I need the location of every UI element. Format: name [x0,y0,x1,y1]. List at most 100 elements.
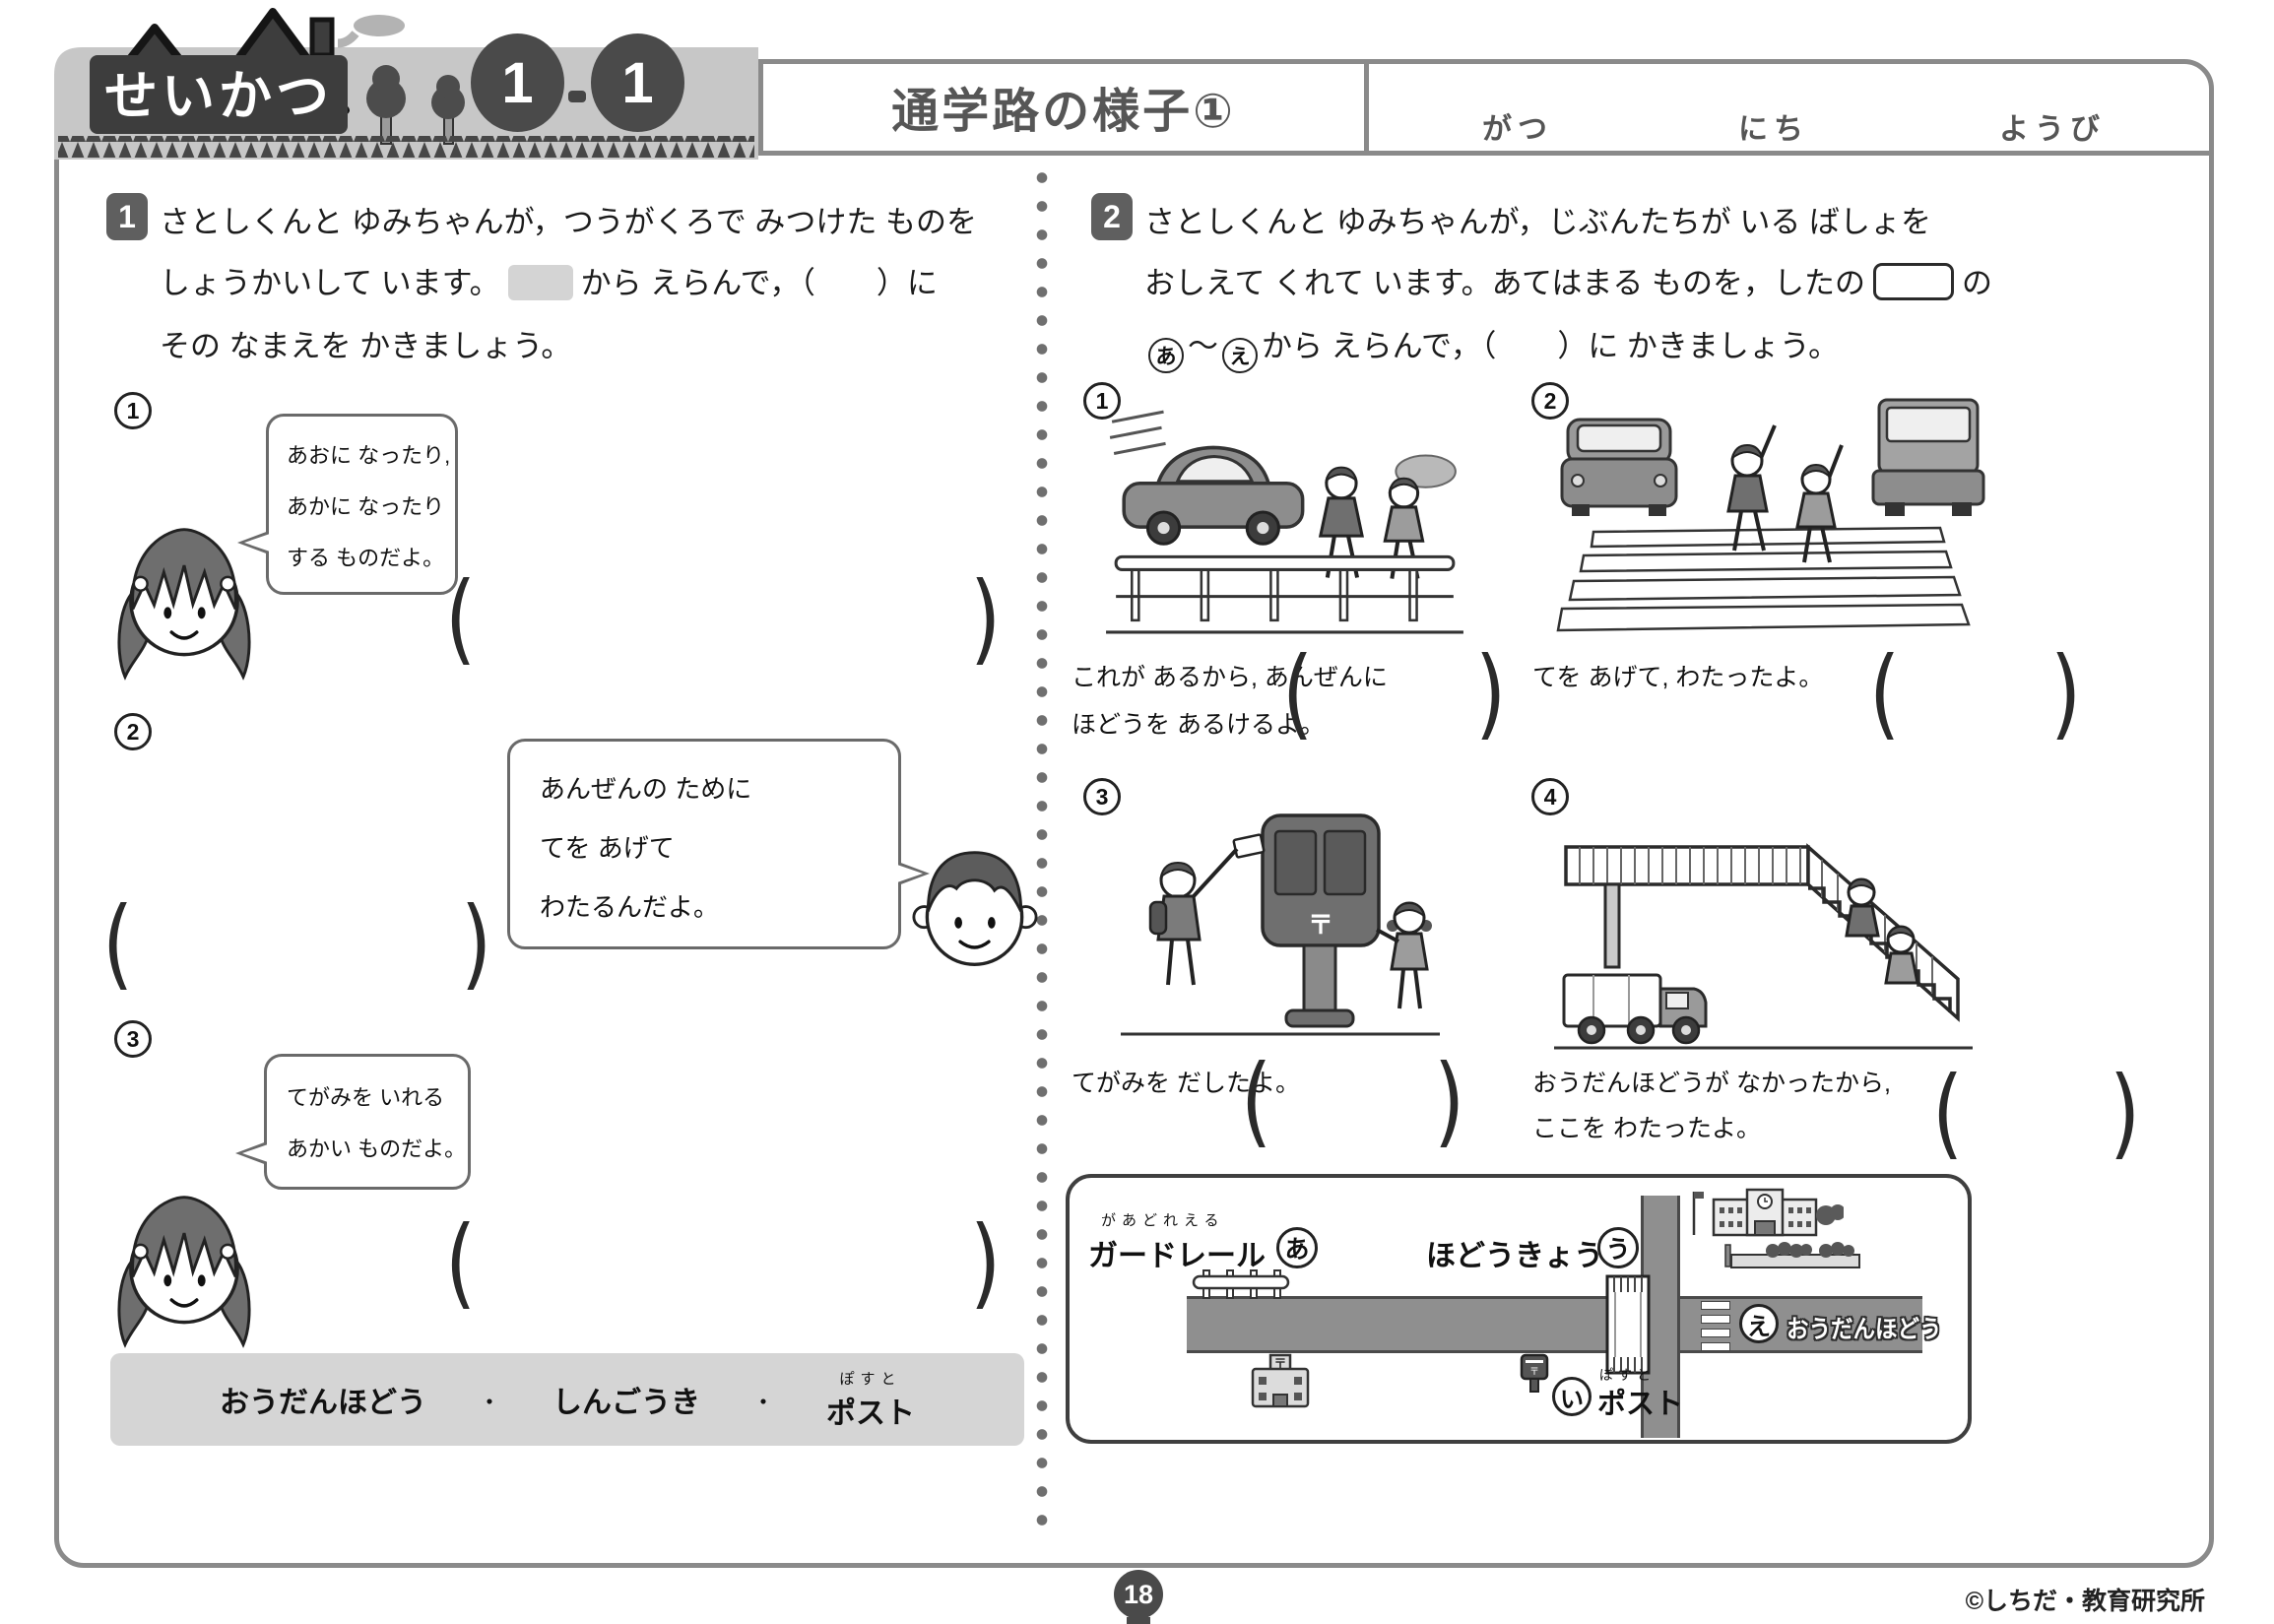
p1-item3-answer-paren-close: ) [970,1204,1002,1320]
guardrail-fence-icon [1114,554,1456,622]
bubble-line: する ものだよ。 [287,546,445,570]
word-bank-word: ポスト [826,1397,915,1430]
date-day-label: にち [1738,113,1809,146]
p1-item3-answer-paren-open: ( [445,1204,477,1320]
postbox-scene-illustration: 〒 [1121,813,1440,1036]
p2-item1-num-text: 1 [1095,387,1109,414]
p2-item3-answer-paren-open: ( [1241,1043,1272,1158]
page-number-tab [1127,1617,1150,1624]
p2-item3-caption-line1: てがみを だしたよ。 [1072,1070,1300,1097]
word-bank-separator: ・ [751,1389,775,1416]
tilde: ～ [1188,329,1218,363]
problem2-line1: さとしくんと ゆみちゃんが，じぶんたちが いる ばしょを [1144,205,1931,239]
p2-item3-num-text: 3 [1095,783,1109,810]
page-number: 18 [1123,1579,1154,1609]
map-guardrail-icon [1192,1269,1290,1299]
p2-item4-num-text: 4 [1543,783,1557,810]
p2-item2-number: 2 [1531,382,1569,420]
problem2-badge: 2 [1091,193,1133,240]
hedge-icon [1724,1242,1860,1268]
walking-kids [1318,466,1425,579]
boy-face-illustration [912,851,1038,966]
zebra-stripes [1556,526,1971,632]
postbox-label: ポスト [1597,1389,1684,1420]
wordbank-reference-box [507,265,573,300]
p2-item1-answer-paren-close: ) [1475,635,1507,750]
date-weekday-label: ようび [1999,113,2106,146]
word-bank-separator: ・ [478,1389,501,1416]
truck-front-icon [1871,398,1985,516]
problem2-line3-rest: から えらんで，（ ）に かきましょう。 [1262,329,1840,363]
problem1-number: 1 [118,198,136,234]
problem2-line2-before: おしえて くれて います。あてはまる ものを，したの [1144,266,1866,300]
grass-strip [58,136,754,158]
guardrail-label: ガードレール [1088,1240,1266,1272]
chimney-icon [309,17,335,58]
page-number-badge: 18 [1114,1570,1163,1619]
guardrail-scene-illustration [1106,410,1463,634]
bubble-line: あんぜんの ために [540,774,752,804]
word-bank: おうだんほどう ・ しんごうき ・ ぽすと ポスト [110,1353,1024,1446]
p2-item3-answer-paren-close: ) [1434,1043,1465,1158]
map-crosswalk-stripe [1701,1329,1730,1337]
p2-item4-caption-line1: おうだんほどうが なかったから, [1532,1070,1891,1097]
p1-item1-number: 1 [114,392,152,429]
problem1-badge: 1 [106,193,148,240]
problem2-line3: あ～えから えらんで，（ ）に かきましょう。 [1144,321,1839,373]
letter-icon [1232,833,1266,859]
tree-icon [431,75,465,145]
smoke-icon [354,15,405,36]
problem1-line2: しょうかいして います。から えらんで，（ ）に [160,258,938,302]
choice-e-text: え [1747,1313,1771,1340]
postbox-icon: 〒 [1261,813,1381,1028]
motion-lines [1109,410,1166,455]
problem2-line2: おしえて くれて います。あてはまる ものを，したのの [1144,258,1992,302]
post-mark: 〒 [1529,1367,1539,1378]
choice-u-text: う [1605,1236,1631,1264]
choice-circle-u: う [1597,1227,1639,1268]
p1-item2-num-text: 2 [126,718,140,745]
p2-item1-number: 1 [1083,382,1121,420]
bubble-line: てを あげて [540,833,675,863]
p2-item4-answer-paren-open: ( [1932,1055,1964,1170]
bubble-tail-fill [897,865,923,882]
page-border [54,59,2214,1568]
logo-text-band [90,55,348,134]
p2-item2-answer-paren-open: ( [1869,635,1901,750]
bubble-line: てがみを いれる [287,1085,445,1110]
unit-right-text: 1 [621,50,654,115]
choice-circle-i: い [1552,1377,1592,1416]
p1-item1-speech-bubble: あおに なったり, あかに なったり する ものだよ。 [237,414,458,595]
p2-item1-caption-line1: これが あるから, あんぜんに [1072,664,1388,691]
header-divider-line [56,151,2213,156]
car-icon [1122,445,1305,546]
problem1-line1: さとしくんと ゆみちゃんが，つうがくろで みつけた ものを [160,205,977,239]
post-office-icon: 〒 [1251,1353,1310,1408]
problem1-line3: その なまえを かきましょう。 [160,329,572,363]
p1-item2-answer-paren-close: ) [461,885,492,1001]
school-icon [1692,1188,1844,1237]
page-title: 通学路の様子① [891,86,1236,138]
unit-left-text: 1 [501,50,534,115]
bubble-line: あかい ものだよ。 [287,1137,467,1161]
choice-e-circle: え [1222,338,1258,373]
choice-box-reference [1873,263,1955,300]
p2-item4-answer-paren-close: ) [2110,1055,2141,1170]
word-bank-word-with-furigana: ぽすと ポスト [826,1368,915,1432]
date-month-label: がつ [1482,113,1553,146]
tree-icon [366,65,406,145]
choice-a-text: あ [1284,1236,1310,1264]
road-horizontal-left [1187,1296,1616,1353]
p2-item1-caption-line2: ほどうを あるけるよ。 [1072,711,1325,739]
column-divider [1036,163,1048,1542]
map-crosswalk-stripe [1701,1301,1730,1310]
furigana: ぽすと [839,1370,902,1388]
word-bank-word: しんごうき [552,1387,700,1419]
kids-raising-hands [1726,424,1844,563]
copyright-text: ©しちだ・教育研究所 [1965,1588,2205,1615]
word-bank-word: おうだんほどう [220,1387,426,1419]
girl-face-illustration [117,528,251,681]
map-crosswalk-stripe [1701,1315,1730,1324]
p2-item1-answer-paren-open: ( [1282,635,1314,750]
